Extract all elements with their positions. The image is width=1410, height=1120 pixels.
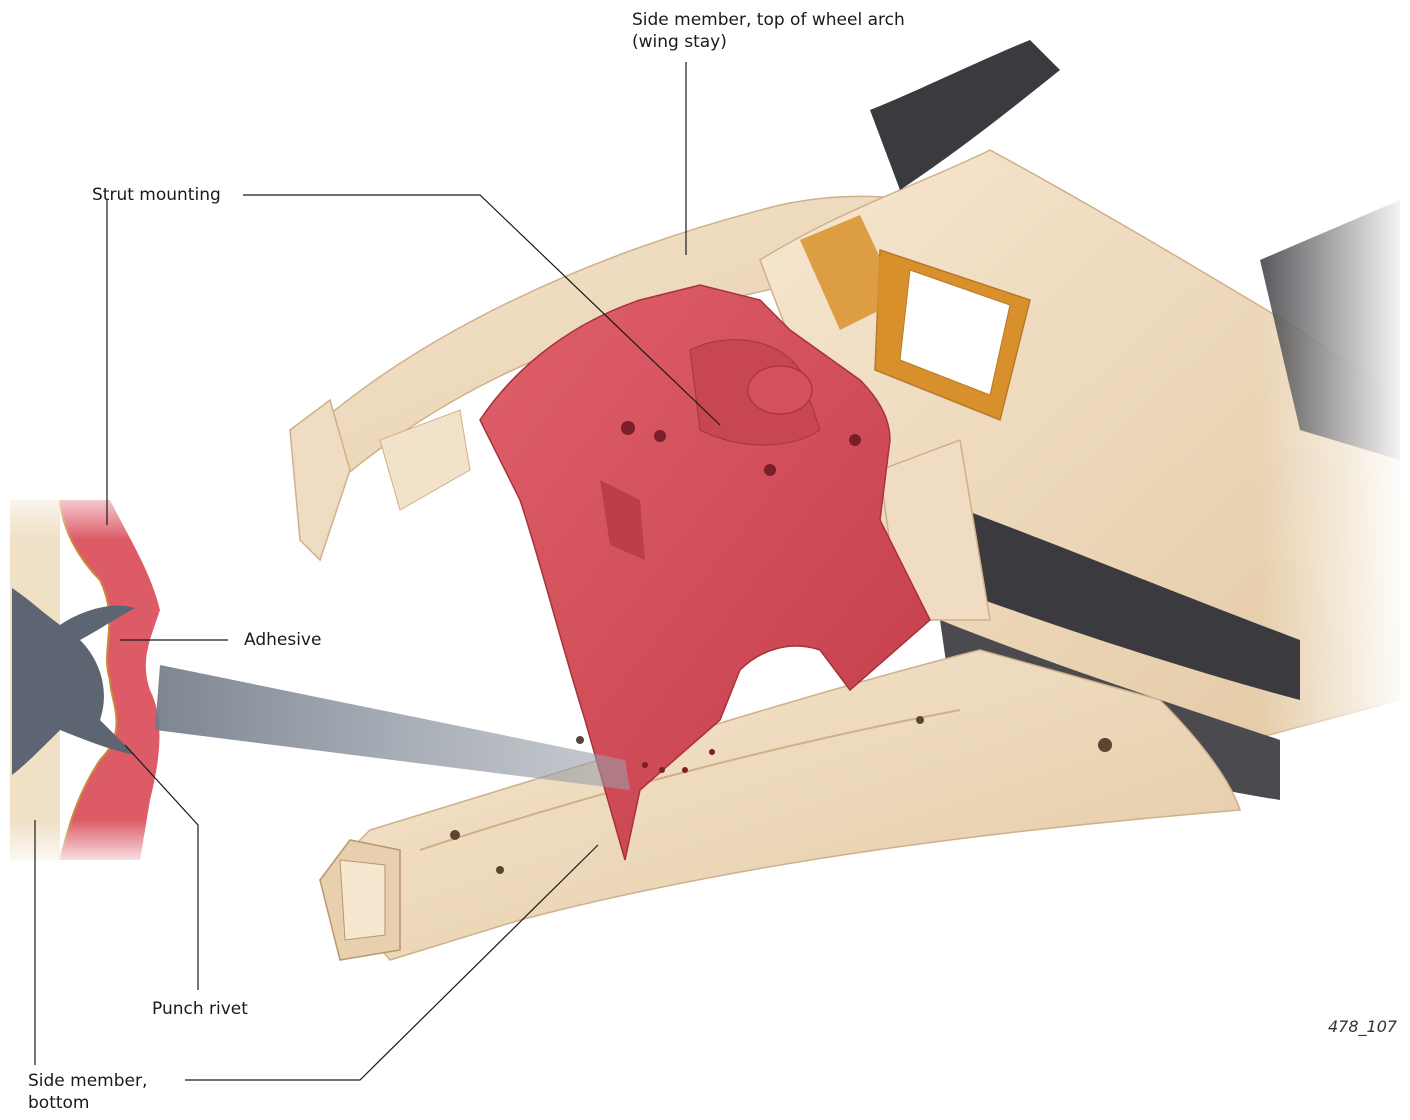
label-strut-mounting: Strut mounting — [92, 184, 221, 206]
label-side-member-bottom-line1: Side member, — [28, 1070, 147, 1092]
side-member-bottom — [320, 650, 1240, 960]
label-wing-stay: Side member, top of wheel arch (wing sta… — [632, 9, 905, 53]
label-punch-rivet: Punch rivet — [152, 998, 248, 1020]
label-adhesive: Adhesive — [244, 629, 321, 651]
label-wing-stay-line2: (wing stay) — [632, 31, 905, 53]
label-side-member-bottom-line2: bottom — [28, 1092, 147, 1114]
label-side-member-bottom: Side member, bottom — [28, 1070, 147, 1114]
figure-id: 478_107 — [1328, 1017, 1397, 1036]
label-wing-stay-line1: Side member, top of wheel arch — [632, 9, 905, 31]
